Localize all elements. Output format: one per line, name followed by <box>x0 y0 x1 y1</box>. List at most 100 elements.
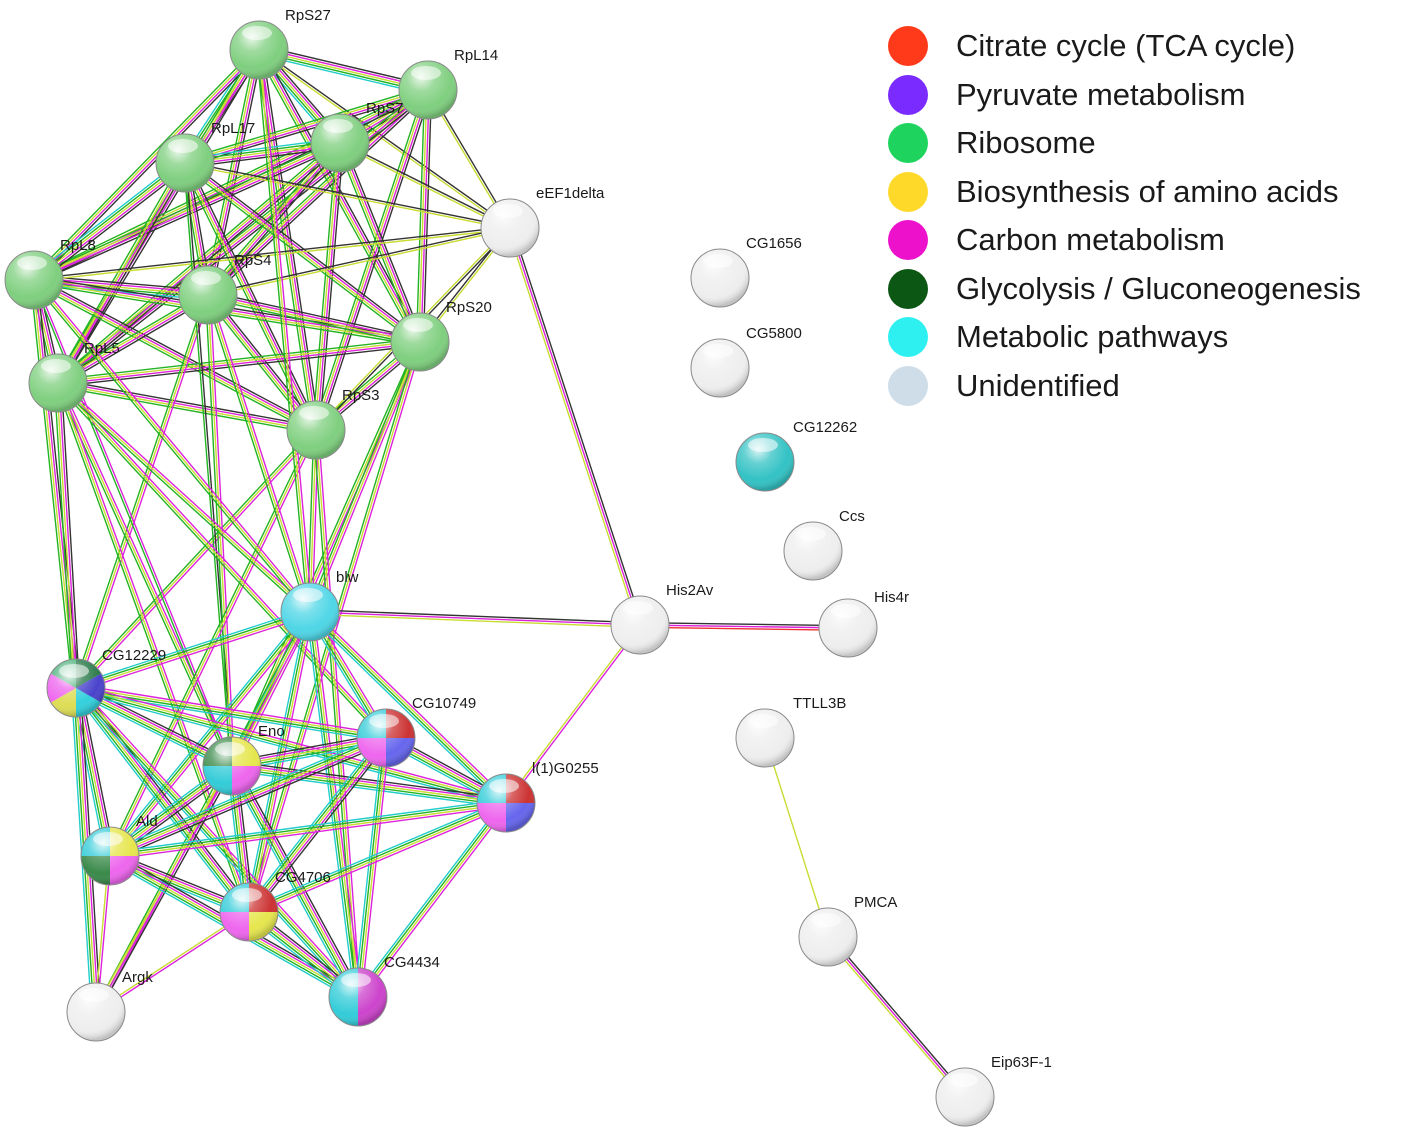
edge-line <box>309 613 640 628</box>
edge-line <box>187 161 320 429</box>
node-highlight <box>17 256 47 270</box>
edge-line <box>108 610 310 856</box>
edge-line <box>311 142 338 430</box>
edge-line <box>57 383 316 432</box>
node-CG5800[interactable]: CG5800 <box>690 325 802 398</box>
edge-line <box>764 737 829 938</box>
edge-line <box>31 281 309 614</box>
edge-line <box>185 90 429 165</box>
edge-line <box>185 161 511 228</box>
edge-line <box>33 279 311 613</box>
edge-line <box>57 340 420 383</box>
node-RpS7[interactable]: RpS7 <box>310 100 404 173</box>
node-RpL17[interactable]: RpL17 <box>155 120 255 193</box>
edge-RpS27-blw <box>256 49 313 613</box>
node-RpS27[interactable]: RpS27 <box>229 7 331 80</box>
node-RpL5[interactable]: RpL5 <box>28 340 120 413</box>
node-RpS20[interactable]: RpS20 <box>390 299 492 372</box>
edge-line <box>208 90 430 297</box>
edge-line <box>506 625 642 805</box>
edge-line <box>57 382 311 613</box>
edge-line <box>232 760 507 800</box>
edge-line <box>58 382 78 688</box>
edge-line <box>76 614 312 692</box>
edge-line <box>420 90 430 343</box>
edge-line <box>208 228 511 297</box>
node-Argk[interactable]: Argk <box>66 969 153 1042</box>
edge-line <box>76 683 508 801</box>
node-Eip63F-1[interactable]: Eip63F-1 <box>935 1054 1052 1127</box>
node-label: RpL17 <box>211 120 255 137</box>
edge-RpS7-RpS3 <box>311 142 345 431</box>
edge-RpS4-RpS20 <box>207 290 421 347</box>
edge-line <box>75 610 310 688</box>
edge-line <box>250 805 508 916</box>
node-highlight <box>299 406 329 420</box>
legend-swatch <box>888 268 928 309</box>
edge-line <box>308 612 506 805</box>
edge-CG12229-l(1)G0255 <box>74 683 508 808</box>
node-highlight <box>341 973 371 987</box>
edge-line <box>229 766 357 999</box>
edge-line <box>95 611 311 1013</box>
edge-l(1)G0255-CG4706 <box>247 799 508 916</box>
node-RpL8[interactable]: RpL8 <box>4 237 96 310</box>
edge-line <box>418 89 428 342</box>
legend-item: Unidentified <box>888 362 1361 411</box>
node-l(1)G0255[interactable]: l(1)G0255 <box>476 760 599 833</box>
legend-swatch <box>888 220 928 261</box>
edge-line <box>209 294 313 612</box>
node-His4r[interactable]: His4r <box>818 589 909 658</box>
node-label: blw <box>336 569 359 586</box>
edge-line <box>316 90 430 431</box>
edge-line <box>256 50 309 613</box>
edge-line <box>207 297 420 347</box>
node-RpL14[interactable]: RpL14 <box>398 47 498 120</box>
edge-RpL17-RpL5 <box>54 160 189 386</box>
edge-line <box>183 163 232 767</box>
node-blw[interactable]: blw <box>280 569 359 642</box>
edge-line <box>112 613 314 859</box>
edge-line <box>109 737 387 857</box>
node-label: CG5800 <box>746 325 802 342</box>
node-Eno[interactable]: Eno <box>202 723 285 796</box>
edge-line <box>209 294 235 766</box>
node-RpS3[interactable]: RpS3 <box>286 387 380 460</box>
legend-label: Pyruvate metabolism <box>956 76 1246 112</box>
node-highlight <box>831 604 861 618</box>
node-CG4706[interactable]: CG4706 <box>219 869 331 942</box>
edge-line <box>34 278 317 430</box>
edge-line <box>207 294 311 613</box>
edge-line <box>58 344 421 388</box>
edge-line <box>229 340 419 766</box>
node-His2Av[interactable]: His2Av <box>610 582 714 655</box>
edge-line <box>231 765 359 998</box>
edge-line <box>75 688 386 740</box>
edge-RpL8-blw <box>31 278 313 614</box>
node-TTLL3B[interactable]: TTLL3B <box>735 695 846 768</box>
edge-RpL17-RpL8 <box>30 158 189 285</box>
edge-line <box>260 49 313 612</box>
node-Ald[interactable]: Ald <box>80 813 158 886</box>
edge-line <box>56 162 185 383</box>
node-CG1656[interactable]: CG1656 <box>690 235 802 308</box>
node-highlight <box>748 714 778 728</box>
legend-swatch <box>888 26 928 67</box>
node-highlight <box>489 779 519 793</box>
node-CG12262[interactable]: CG12262 <box>735 419 857 492</box>
edge-Eno-l(1)G0255 <box>231 760 507 809</box>
edge-l(1)G0255-CG4434 <box>354 800 510 1000</box>
edge-line <box>109 801 506 856</box>
edge-RpS3-CG12229 <box>73 427 319 691</box>
node-eEF1delta[interactable]: eEF1delta <box>480 185 605 258</box>
edge-line <box>108 735 386 855</box>
node-Ccs[interactable]: Ccs <box>783 508 865 581</box>
edge-RpL5-CG4706 <box>55 381 252 914</box>
node-CG12229[interactable]: CG12229 <box>46 647 166 718</box>
node-CG4434[interactable]: CG4434 <box>328 954 440 1027</box>
node-CG10749[interactable]: CG10749 <box>356 695 476 768</box>
node-PMCA[interactable]: PMCA <box>798 894 897 967</box>
node-RpS4[interactable]: RpS4 <box>178 252 272 325</box>
node-label: RpS4 <box>234 252 272 269</box>
